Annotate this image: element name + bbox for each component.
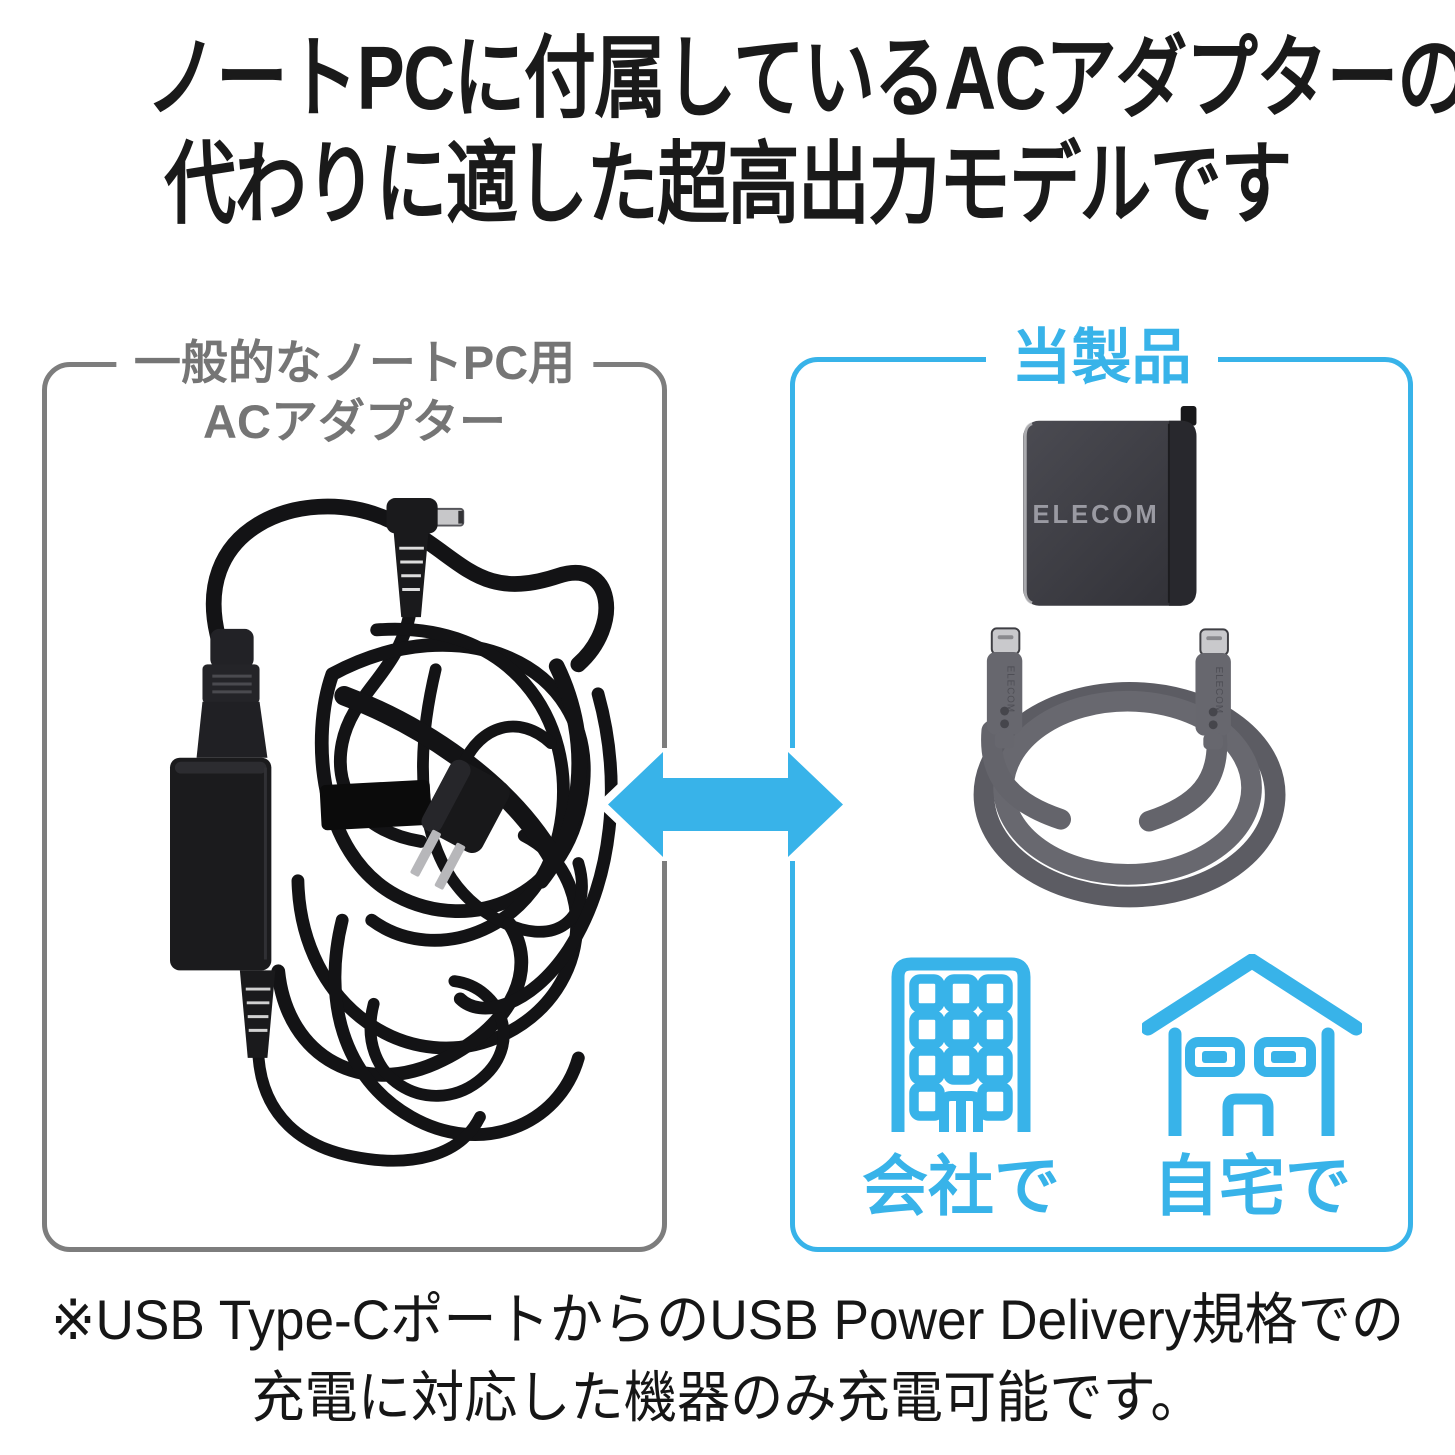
generic-adapter-title-line-1: 一般的なノートPC用 [133,336,576,389]
footnote-line-2: 充電に対応した機器のみ充電可能です。 [251,1366,1204,1429]
headline-line-2: 代わりに適した超高出力モデルです [164,135,1292,235]
usb-c-cable [973,681,1286,908]
home-usage-label: 自宅で [1153,1149,1351,1223]
cable-logo-left: ELECOM [1005,666,1016,713]
product-panel-title: 当製品 [985,324,1218,392]
left-right-arrow-icon [604,748,847,861]
charger-and-cable-photo: ELECOM ELECOM [973,406,1286,908]
footnote: ※USB Type-CポートからのUSB Power Delivery規格での … [0,1281,1455,1437]
home-icon [1142,954,1362,1136]
cable-logo-right: ELECOM [1213,667,1224,714]
cable-tangle [206,498,618,1167]
brick-strain-relief [239,970,276,1058]
tangled-ac-adapter-photo [170,498,618,1167]
footnote-line-1: ※USB Type-CポートからのUSB Power Delivery規格での [50,1288,1405,1351]
usb-c-connector-left: ELECOM [986,627,1023,749]
folded-plug-prong [1180,406,1197,426]
generic-adapter-title-line-2: ACアダプター [203,395,506,448]
velcro-strap [319,779,432,831]
adapter-brick [170,757,272,971]
office-usage-label: 会社で [862,1149,1060,1223]
headline: ノートPCに付属しているACアダプターの 代わりに適した超高出力モデルです [0,26,1455,238]
usb-c-connector-right: ELECOM [1195,628,1231,750]
office-building-icon [891,957,1031,1132]
elecom-logo: ELECOM [1033,501,1160,529]
product-panel: 当製品 ELECOM [790,324,1413,1252]
wall-charger: ELECOM [1023,406,1197,606]
generic-adapter-panel: 一般的なノートPC用 ACアダプター [42,333,667,1252]
ac-inlet-connector [196,628,268,758]
ac-wall-plug [410,759,510,890]
dc-barrel-plug [386,498,465,618]
generic-adapter-panel-title: 一般的なノートPC用 ACアダプター [115,333,594,451]
headline-line-1: ノートPCに付属しているACアダプターの [145,29,1455,129]
charger-body [1023,420,1197,606]
